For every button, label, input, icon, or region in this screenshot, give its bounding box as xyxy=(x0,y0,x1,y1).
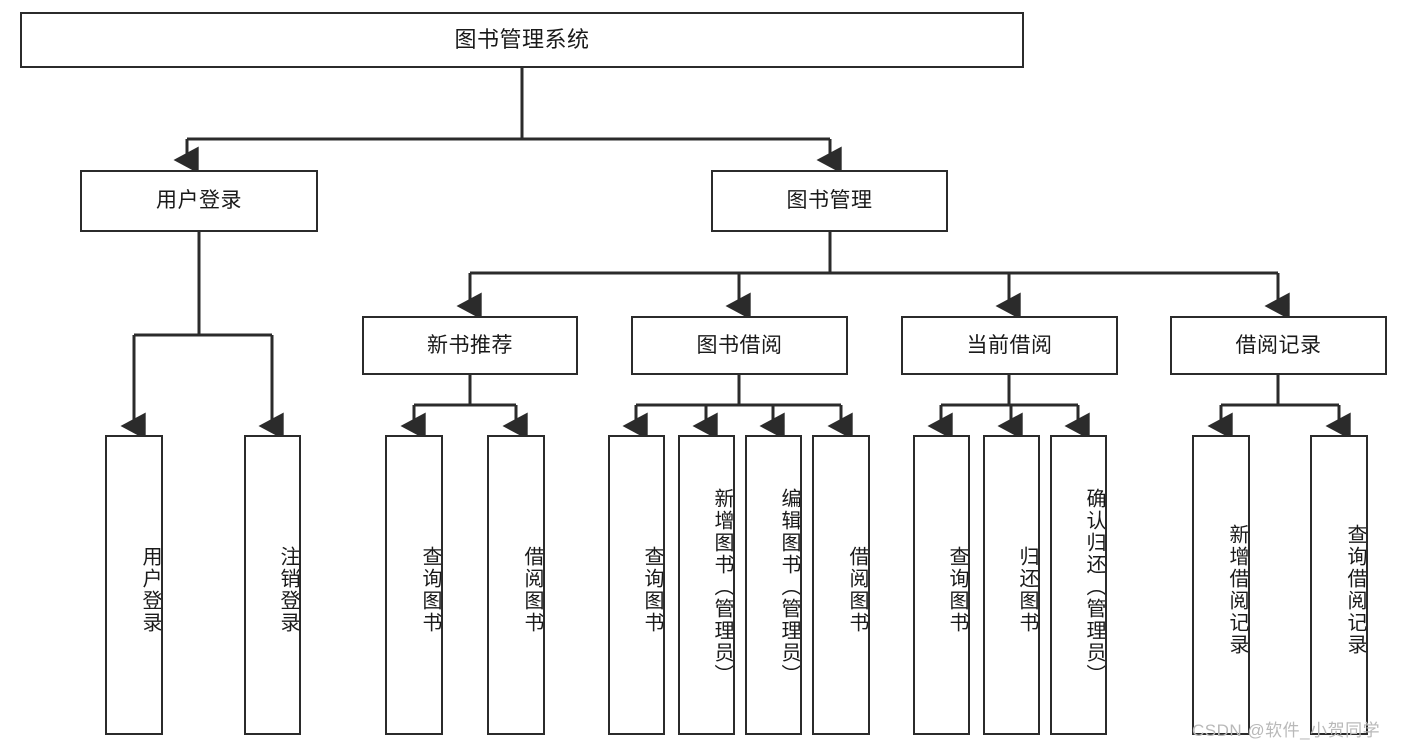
node-label: 查询图书 xyxy=(419,546,441,634)
node-new-book-recommend[interactable]: 新书推荐 xyxy=(362,316,578,375)
node-label: 当前借阅 xyxy=(966,333,1053,357)
node-label: 借阅记录 xyxy=(1235,333,1322,357)
leaf-logout-login[interactable]: 注销登录 xyxy=(244,435,301,735)
leaf-return-book[interactable]: 归还图书 xyxy=(983,435,1040,735)
node-root-system[interactable]: 图书管理系统 xyxy=(20,12,1024,68)
node-label: 用户登录 xyxy=(139,546,161,634)
leaf-query-book-borrow[interactable]: 查询图书 xyxy=(608,435,665,735)
leaf-confirm-return-admin[interactable]: 确认归还（管理员） xyxy=(1050,435,1107,735)
leaf-add-book-admin[interactable]: 新增图书（管理员） xyxy=(678,435,735,735)
node-book-management[interactable]: 图书管理 xyxy=(711,170,948,232)
leaf-user-login[interactable]: 用户登录 xyxy=(105,435,163,735)
node-label: 新增借阅记录 xyxy=(1226,524,1248,656)
node-label: 注销登录 xyxy=(277,546,299,634)
leaf-query-borrow-record[interactable]: 查询借阅记录 xyxy=(1310,435,1368,735)
node-label: 查询图书 xyxy=(946,546,968,634)
node-user-login[interactable]: 用户登录 xyxy=(80,170,318,232)
node-label: 归还图书 xyxy=(1016,546,1038,634)
node-label: 借阅图书 xyxy=(846,546,868,634)
node-label: 新书推荐 xyxy=(427,333,513,357)
node-label: 查询图书 xyxy=(641,546,663,634)
node-label: 借阅图书 xyxy=(521,546,543,634)
leaf-edit-book-admin[interactable]: 编辑图书（管理员） xyxy=(745,435,802,735)
leaf-query-book-newbook[interactable]: 查询图书 xyxy=(385,435,443,735)
node-label: 编辑图书（管理员） xyxy=(778,488,800,686)
leaf-add-borrow-record[interactable]: 新增借阅记录 xyxy=(1192,435,1250,735)
node-label: 新增图书（管理员） xyxy=(711,488,733,686)
csdn-watermark: CSDN @软件_小贺同学 xyxy=(1192,721,1381,740)
leaf-query-book-current[interactable]: 查询图书 xyxy=(913,435,970,735)
node-label: 图书借阅 xyxy=(696,333,783,357)
node-label: 用户登录 xyxy=(156,189,242,213)
node-book-borrow[interactable]: 图书借阅 xyxy=(631,316,848,375)
node-label: 查询借阅记录 xyxy=(1344,524,1366,656)
leaf-borrow-book-newbook[interactable]: 借阅图书 xyxy=(487,435,545,735)
leaf-borrow-book[interactable]: 借阅图书 xyxy=(812,435,870,735)
node-label: 图书管理系统 xyxy=(454,26,590,52)
node-borrow-records[interactable]: 借阅记录 xyxy=(1170,316,1387,375)
node-label: 确认归还（管理员） xyxy=(1083,488,1105,686)
node-current-borrow[interactable]: 当前借阅 xyxy=(901,316,1118,375)
node-label: 图书管理 xyxy=(786,189,873,213)
